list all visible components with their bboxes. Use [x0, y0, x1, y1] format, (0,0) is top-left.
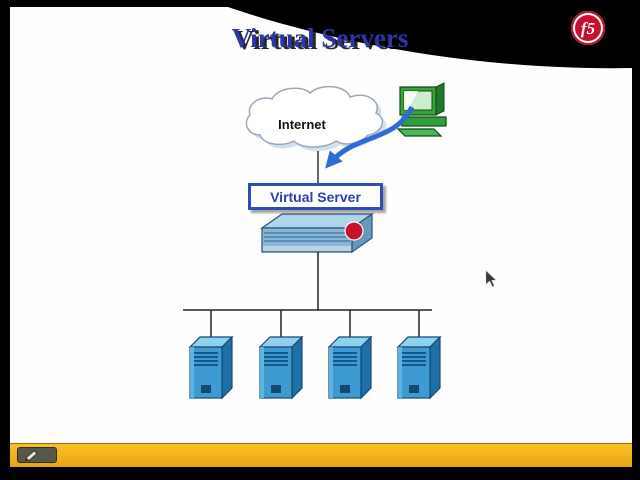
- presentation-slide: Virtual Servers f5: [10, 7, 632, 467]
- internet-cloud-icon: [245, 85, 387, 151]
- server-tower-icon: [328, 336, 372, 399]
- slideshow-toolbar: [10, 443, 632, 467]
- slide-title: Virtual Servers: [231, 23, 409, 53]
- pencil-icon: [24, 450, 38, 462]
- virtual-server-label: Virtual Server: [270, 188, 361, 205]
- client-computer-icon: [396, 82, 447, 137]
- bigip-appliance-icon: [260, 212, 374, 254]
- server-tower-icon: [189, 336, 233, 399]
- f5-logo-text: f5: [580, 18, 596, 38]
- network-diagram: [183, 82, 447, 399]
- connector-lines: [183, 252, 432, 341]
- virtual-server-box: Virtual Server: [248, 183, 383, 210]
- f5-logo-icon: f5: [571, 11, 605, 45]
- client-to-vs-arrow: [325, 105, 415, 169]
- annotation-pen-button[interactable]: [17, 447, 57, 463]
- f5-ball-icon: [344, 221, 364, 241]
- server-tower-icon: [397, 336, 441, 399]
- internet-label: Internet: [278, 117, 326, 132]
- server-tower-icon: [259, 336, 303, 399]
